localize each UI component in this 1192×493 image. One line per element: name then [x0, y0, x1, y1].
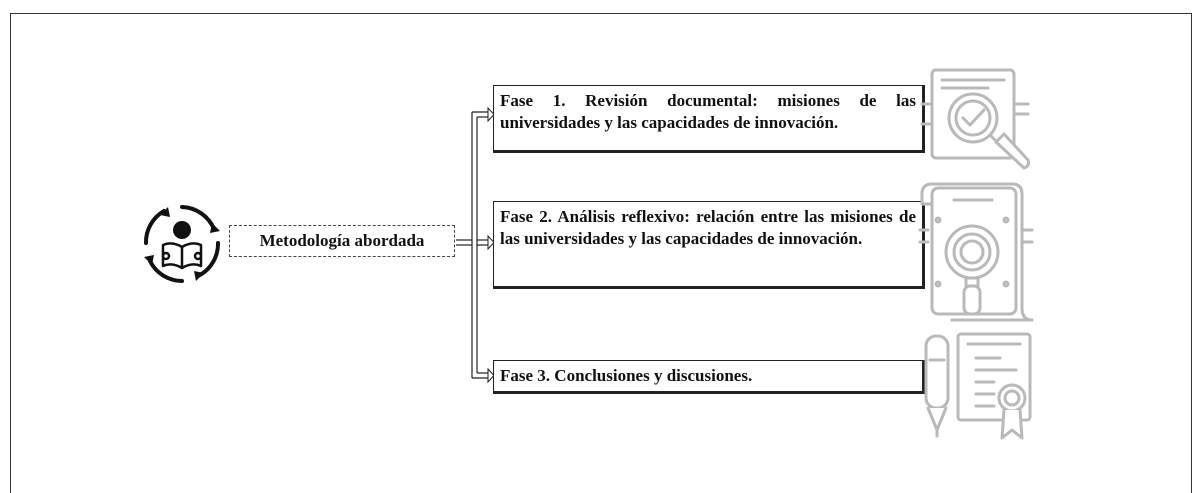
document-check-magnifier-icon: [920, 68, 1030, 170]
certificate-pen-icon: [924, 332, 1032, 440]
reader-cycle-icon: [143, 205, 221, 283]
phase-1-box: Fase 1. Revisión documental: misiones de…: [493, 85, 925, 153]
phase-1-text: Fase 1. Revisión documental: misiones de…: [500, 91, 916, 132]
methodology-label: Metodología abordada: [259, 231, 425, 250]
phase-3-box: Fase 3. Conclusiones y discusiones.: [493, 360, 925, 394]
scroll-magnifier-icon: [918, 182, 1034, 322]
phase-2-box: Fase 2. Análisis reflexivo: relación ent…: [493, 201, 925, 289]
methodology-box: Metodología abordada: [229, 225, 455, 257]
phase-2-text: Fase 2. Análisis reflexivo: relación ent…: [500, 207, 916, 248]
phase-3-text: Fase 3. Conclusiones y discusiones.: [500, 366, 753, 385]
